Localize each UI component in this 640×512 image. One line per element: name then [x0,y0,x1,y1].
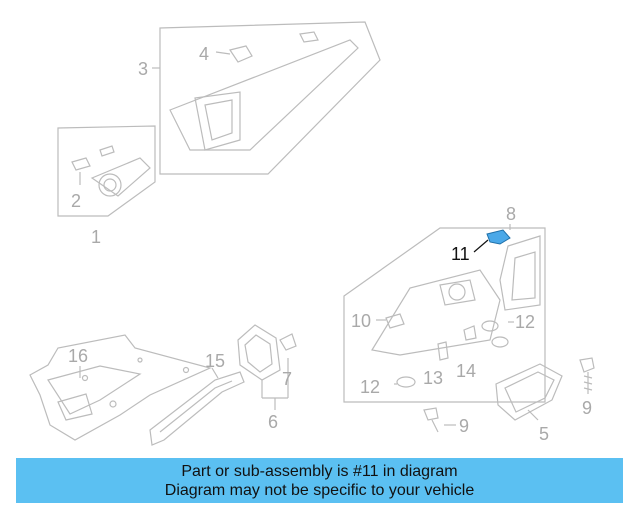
part-9-screws [423,357,595,433]
callout-9-bottom: 9 [459,416,469,436]
callout-3: 3 [138,59,148,79]
part-6-bracket [237,324,297,410]
info-banner: Part or sub-assembly is #11 in diagram D… [16,458,623,503]
part-1-box [57,125,156,217]
part-5-glovebox [495,363,563,421]
callout-12-left: 12 [360,377,380,397]
part-8-box [343,224,546,403]
part-16-panel [29,334,212,441]
callout-2: 2 [71,191,81,211]
callout-6: 6 [268,412,278,432]
callout-13: 13 [423,368,443,388]
callout-11: 11 [451,244,470,264]
callout-9-right: 9 [582,398,592,418]
callout-14: 14 [456,361,476,381]
callout-4: 4 [199,44,209,64]
callout-5: 5 [539,424,549,444]
part-4-clip [215,31,319,63]
banner-line-1: Part or sub-assembly is #11 in diagram [181,462,458,480]
callout-15: 15 [205,351,225,371]
callout-7: 7 [282,369,292,389]
banner-line-2: Diagram may not be specific to your vehi… [164,481,475,499]
callout-1: 1 [91,227,101,247]
part-3-box [152,21,381,175]
callout-10: 10 [351,311,371,331]
callout-16: 16 [68,346,88,366]
part-15-trim [149,367,245,446]
callout-12-right: 12 [515,312,535,332]
callout-8: 8 [506,204,516,224]
part-11-highlight [473,229,511,253]
